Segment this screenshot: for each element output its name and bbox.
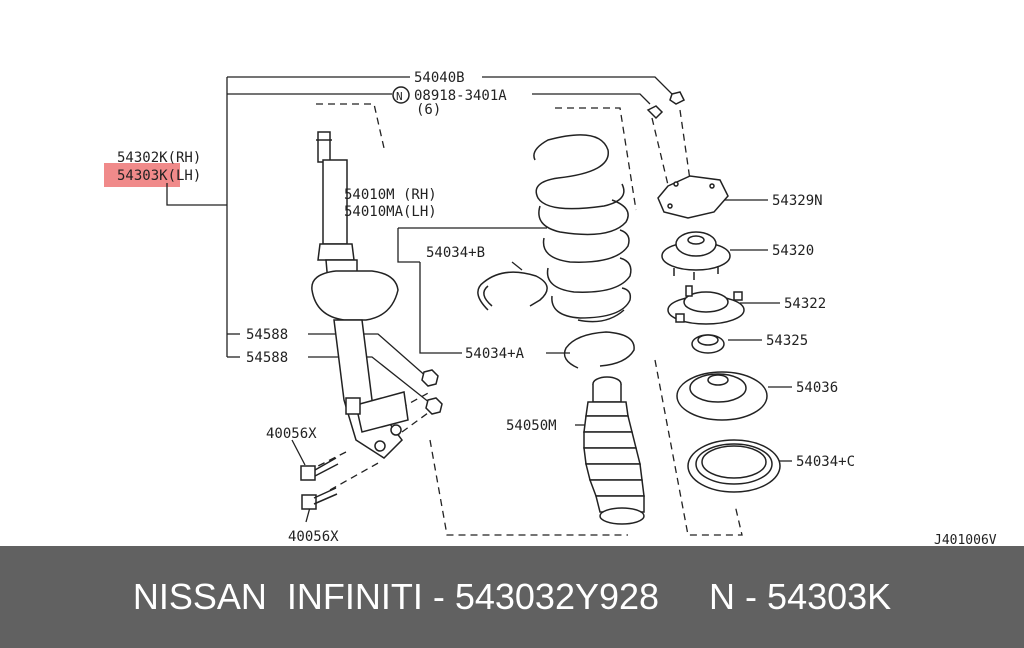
bolts-40056x xyxy=(300,457,339,510)
label-54320: 54320 xyxy=(772,243,814,259)
label-54040b: 54040B xyxy=(414,70,465,86)
diagram-reference: J401006V xyxy=(934,533,997,546)
label-54588-upper: 54588 xyxy=(246,327,288,343)
label-54303k: 54303K(LH) xyxy=(117,168,201,184)
label-54010ma: 54010MA(LH) xyxy=(344,204,437,220)
label-54322: 54322 xyxy=(784,296,826,312)
dashed-guides xyxy=(309,103,743,536)
label-54329n: 54329N xyxy=(772,193,823,209)
parts-diagram: 54040B N 08918-3401A (6) 54302K(RH) 5430… xyxy=(104,70,997,546)
upper-mount-parts xyxy=(646,91,781,493)
label-54302k: 54302K(RH) xyxy=(117,150,201,166)
label-40056x-lower: 40056X xyxy=(288,529,339,545)
label-54010m: 54010M (RH) xyxy=(344,187,437,203)
label-54034c: 54034+C xyxy=(796,454,855,470)
nuts-54588 xyxy=(421,369,443,415)
label-54325: 54325 xyxy=(766,333,808,349)
leader-lines xyxy=(166,76,792,523)
part-labels: 54040B N 08918-3401A (6) 54302K(RH) 5430… xyxy=(117,70,997,546)
nut-symbol-circle xyxy=(392,86,410,104)
coil-spring xyxy=(533,134,632,323)
label-54036: 54036 xyxy=(796,380,838,396)
label-54050m: 54050M xyxy=(506,418,557,434)
label-54588-lower: 54588 xyxy=(246,350,288,366)
label-54034a: 54034+A xyxy=(465,346,525,362)
label-54034b: 54034+B xyxy=(426,245,485,261)
spring-seats xyxy=(477,271,635,369)
part-number-banner: NISSAN INFINITI - 543032Y928 N - 54303K xyxy=(0,546,1024,648)
part-number-text: NISSAN INFINITI - 543032Y928 N - 54303K xyxy=(132,576,892,617)
dust-boot xyxy=(583,376,645,525)
strut-assembly xyxy=(311,131,409,459)
label-qty-6: (6) xyxy=(416,102,441,118)
label-nut-symbol: N xyxy=(396,90,403,103)
label-08918-3401a: 08918-3401A xyxy=(414,88,507,104)
label-40056x-upper: 40056X xyxy=(266,426,317,442)
